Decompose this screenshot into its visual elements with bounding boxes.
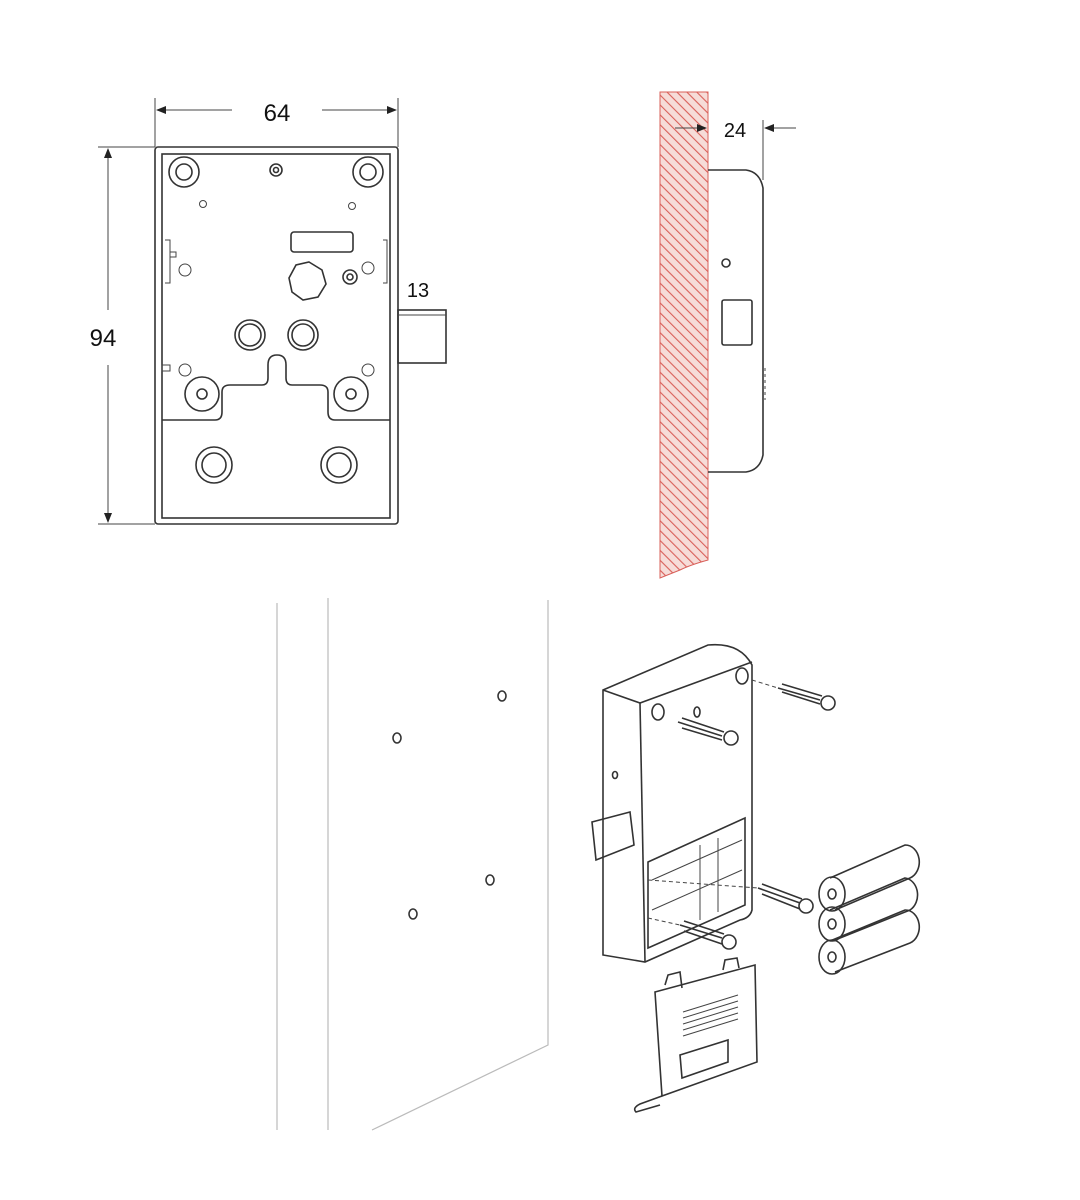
corner-screws [168, 156, 384, 412]
lock-body-inner [161, 153, 391, 519]
small-holes [178, 163, 375, 377]
screw [647, 917, 737, 950]
side-hole [721, 258, 731, 268]
batteries [818, 844, 921, 975]
width-label: 64 [264, 100, 291, 127]
bolt: 13 [397, 280, 447, 364]
slot [290, 231, 354, 253]
installation-view [276, 598, 921, 1131]
battery-cover [633, 957, 758, 1113]
bolt-throw-label: 13 [407, 280, 429, 302]
height-dimension: 94 [90, 146, 155, 525]
cabinet-wall-section [659, 91, 709, 579]
side-bolt-slot [721, 299, 753, 346]
cabinet-door [276, 598, 549, 1131]
depth-label: 24 [724, 120, 746, 142]
lock-side-profile [708, 169, 764, 473]
width-dimension: 64 [154, 98, 399, 147]
screw [677, 717, 739, 746]
mounting-nuts [195, 261, 358, 484]
left-clip [165, 239, 177, 284]
front-view: 64 94 [90, 98, 447, 525]
door-pilot-holes [392, 690, 507, 920]
screws [647, 679, 836, 950]
left-tab [161, 364, 171, 372]
lock-body-isometric [602, 643, 753, 963]
depth-dimension: 24 [675, 120, 796, 180]
iso-bolt [591, 810, 635, 862]
lock-body-outline [154, 146, 399, 525]
battery-compartment [647, 816, 746, 950]
screw [751, 679, 836, 711]
base-plate-outline [162, 354, 390, 421]
right-clip [383, 239, 388, 284]
side-view: 24 [659, 91, 796, 579]
height-label: 94 [90, 325, 117, 352]
screw [647, 879, 814, 914]
